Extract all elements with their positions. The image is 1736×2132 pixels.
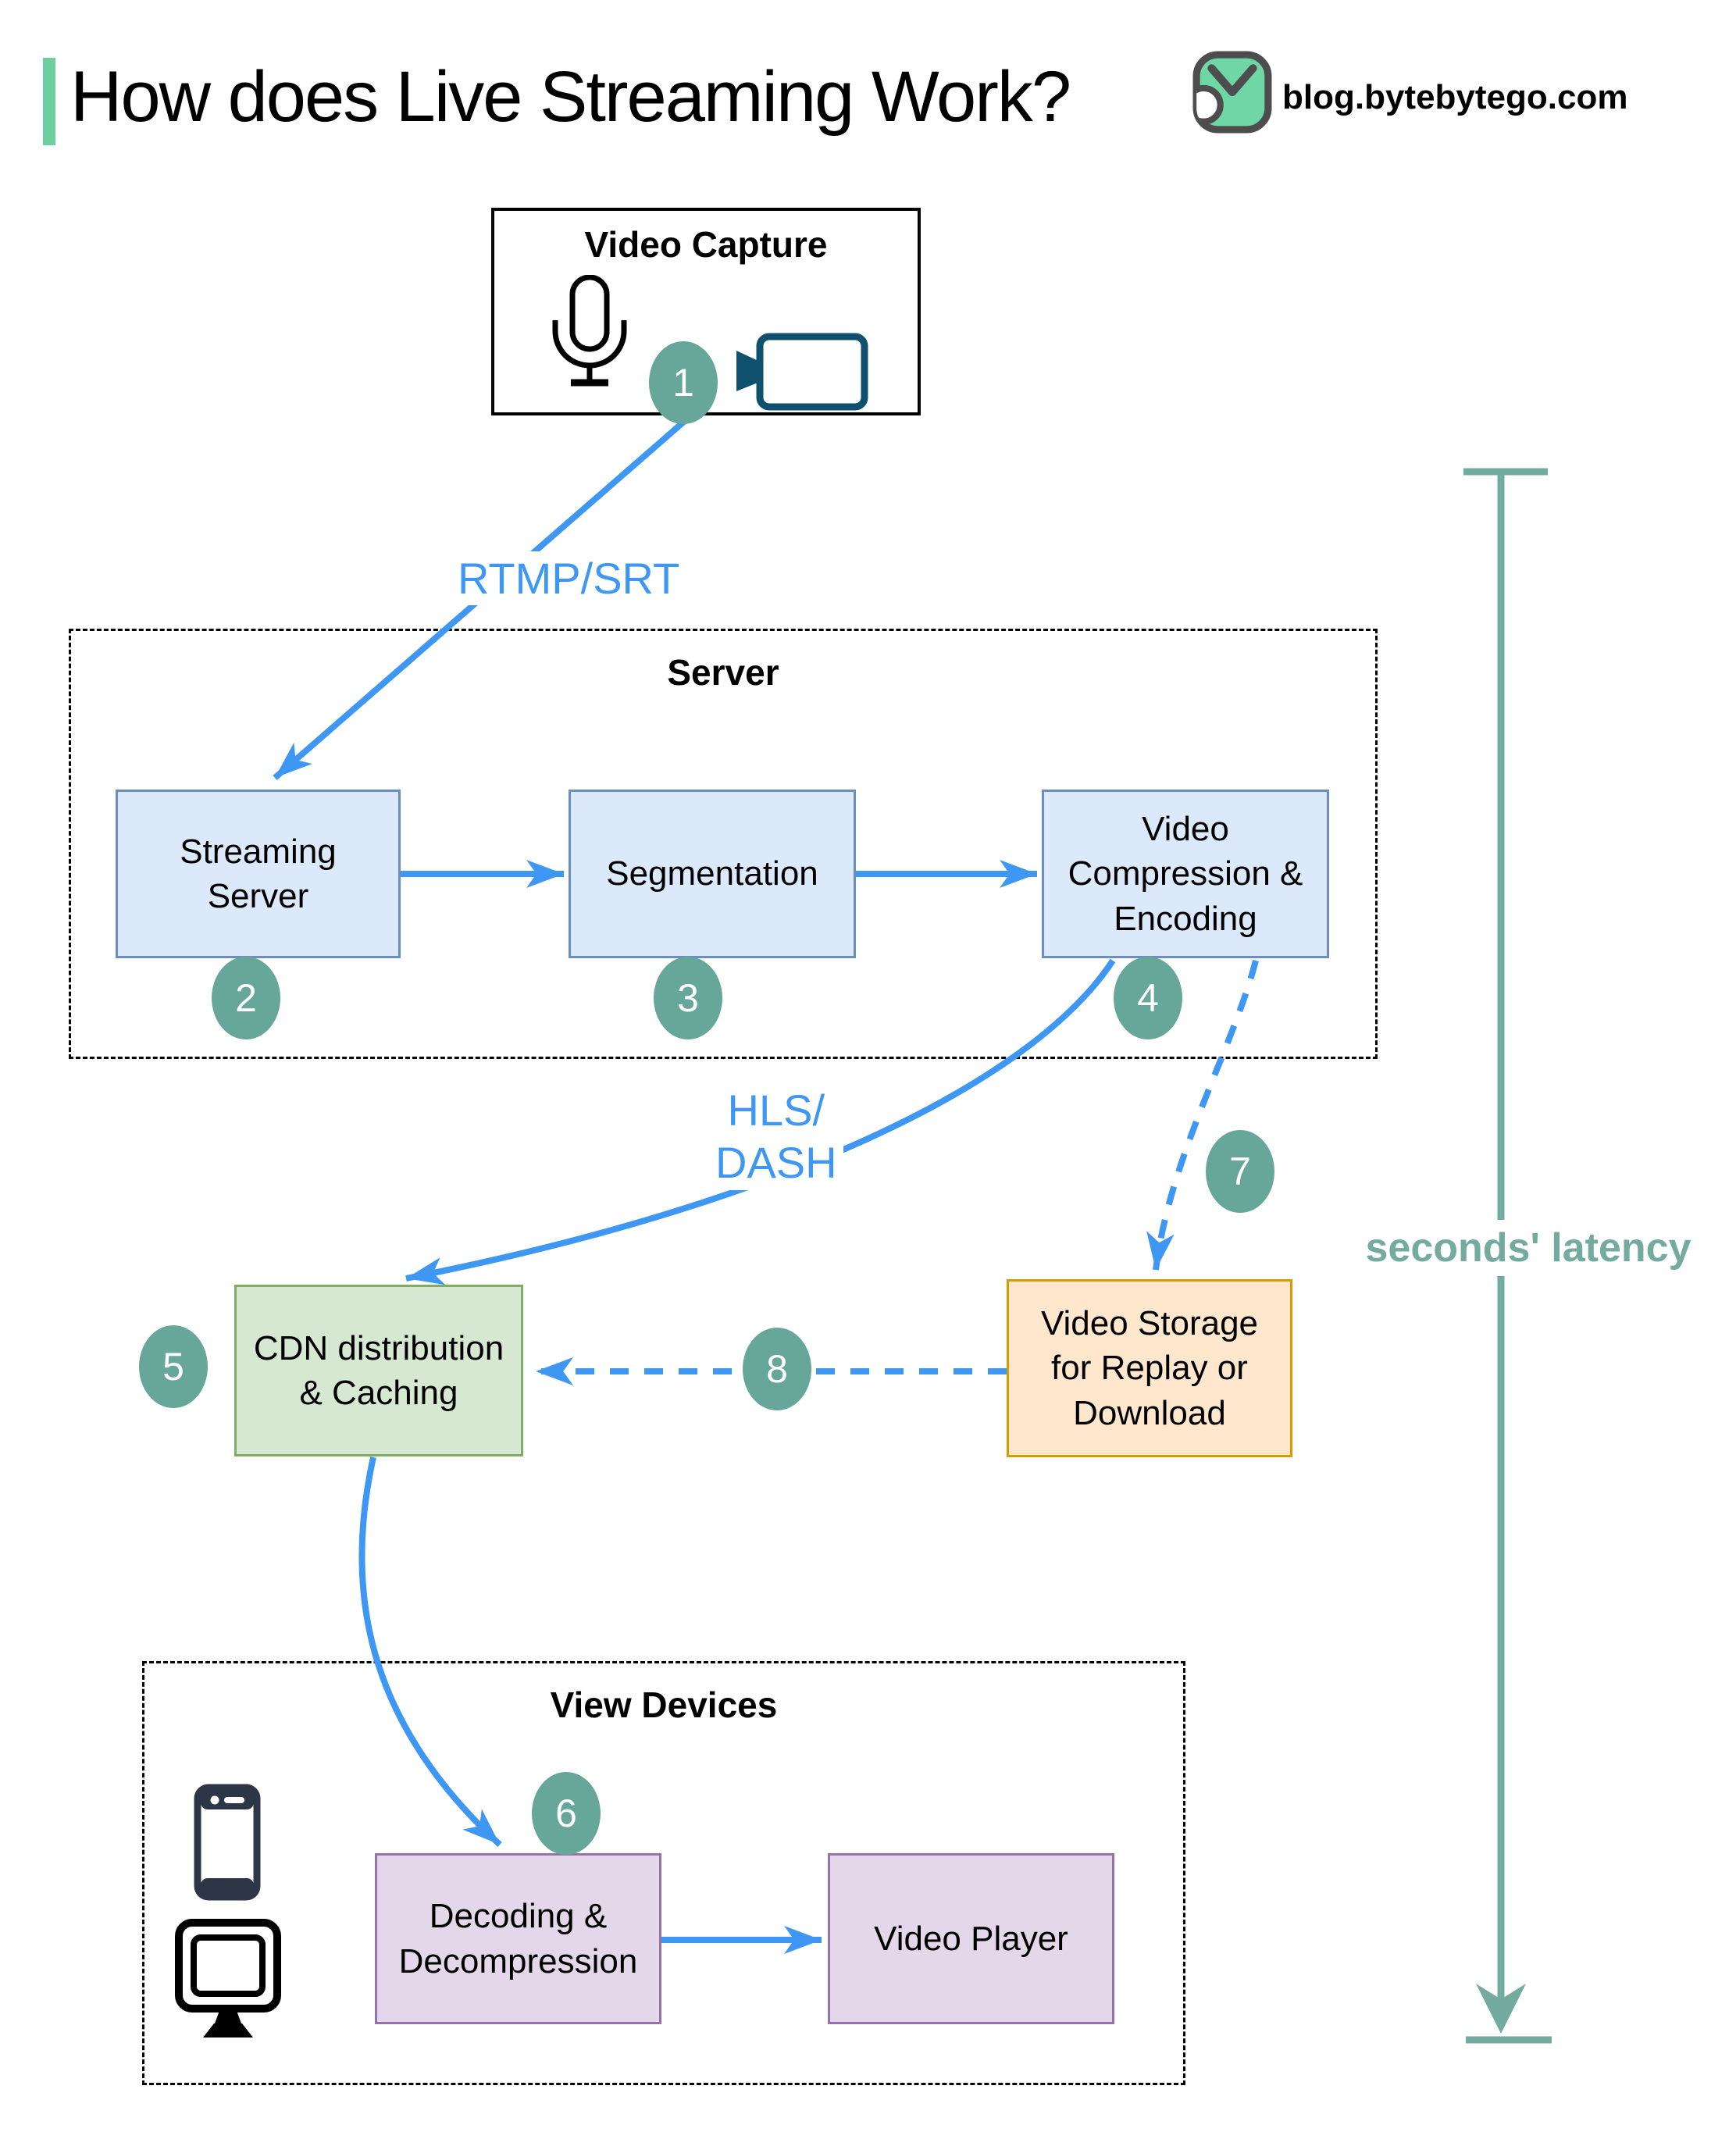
node-decoding: Decoding & Decompression xyxy=(375,1853,661,2024)
node-streaming-server: Streaming Server xyxy=(116,790,401,958)
group-view-devices: View Devices xyxy=(142,1661,1185,2085)
node-streaming-server-label: Streaming Server xyxy=(180,832,337,915)
edge-label-hls: HLS/ xyxy=(727,1086,825,1135)
step-badge-4: 4 xyxy=(1114,957,1182,1039)
title-accent-bar xyxy=(43,58,55,145)
node-video-storage-label: Video Storage for Replay or Download xyxy=(1040,1304,1259,1432)
step-badge-2: 2 xyxy=(212,957,280,1039)
node-video-player: Video Player xyxy=(828,1853,1114,2024)
monitor-icon xyxy=(173,1917,283,2048)
node-segmentation-label: Segmentation xyxy=(606,854,818,893)
node-cdn-label: CDN distribution & Caching xyxy=(253,1328,504,1412)
node-segmentation: Segmentation xyxy=(569,790,856,958)
node-video-compression: Video Compression & Encoding xyxy=(1042,790,1329,958)
step-badge-7: 7 xyxy=(1206,1130,1274,1213)
node-video-compression-label: Video Compression & Encoding xyxy=(1068,810,1303,938)
microphone-icon xyxy=(551,274,629,396)
node-video-player-label: Video Player xyxy=(874,1919,1068,1958)
video-camera-icon xyxy=(734,332,871,418)
group-view-devices-title: View Devices xyxy=(550,1685,778,1725)
edge-label-rtmp-srt: RTMP/SRT xyxy=(451,551,686,605)
latency-annotation: seconds' latency xyxy=(1356,1220,1701,1276)
node-video-capture-label: Video Capture xyxy=(584,224,828,265)
step-badge-8: 8 xyxy=(743,1328,811,1410)
group-server-title: Server xyxy=(667,652,779,693)
node-cdn: CDN distribution & Caching xyxy=(234,1285,523,1456)
smartphone-icon xyxy=(194,1784,261,1905)
node-decoding-label: Decoding & Decompression xyxy=(398,1897,638,1980)
step-badge-5: 5 xyxy=(139,1325,208,1408)
bytebytego-logo-icon xyxy=(1192,50,1272,138)
node-video-storage: Video Storage for Replay or Download xyxy=(1007,1279,1292,1457)
site-url: blog.bytebytego.com xyxy=(1282,78,1628,116)
edge-label-hls-dash: HLS/ DASH xyxy=(709,1082,843,1191)
step-badge-3: 3 xyxy=(654,957,722,1039)
edge-label-dash: DASH xyxy=(715,1138,837,1188)
step-badge-1: 1 xyxy=(649,341,718,424)
page-title: How does Live Streaming Work? xyxy=(70,57,1071,137)
step-badge-6: 6 xyxy=(532,1772,601,1855)
